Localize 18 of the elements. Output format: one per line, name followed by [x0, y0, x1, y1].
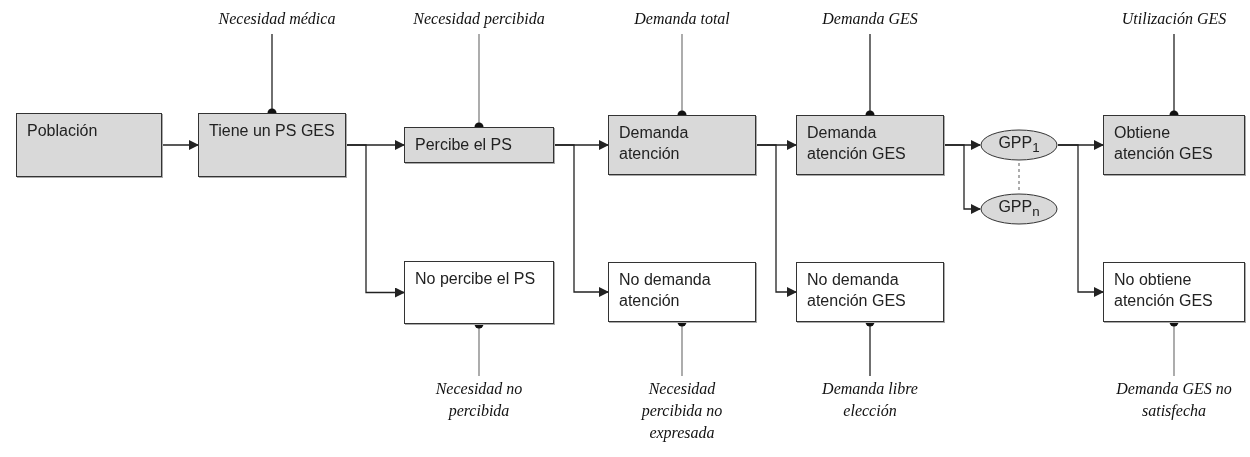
arrow: [161, 140, 199, 150]
arrow: [755, 144, 797, 297]
group-ellipse: GPP$_{n}$: [980, 193, 1058, 225]
arrow: [345, 144, 405, 298]
process-box: Demanda atención GES: [796, 115, 944, 175]
arrow: [1057, 144, 1104, 297]
group-ellipse: GPP$_{1}$: [980, 129, 1058, 161]
process-box: Obtiene atención GES: [1103, 115, 1245, 175]
outcome-box: No obtiene atención GES: [1103, 262, 1245, 322]
process-box: Población: [16, 113, 162, 177]
arrow: [553, 144, 609, 297]
outcome-box: No demanda atención GES: [796, 262, 944, 322]
process-box: Demanda atención: [608, 115, 756, 175]
process-box: Tiene un PS GES: [198, 113, 346, 177]
outcome-box: No demanda atención: [608, 262, 756, 322]
arrow: [943, 144, 981, 214]
outcome-box: No percibe el PS: [404, 261, 554, 324]
process-box: Percibe el PS: [404, 127, 554, 163]
